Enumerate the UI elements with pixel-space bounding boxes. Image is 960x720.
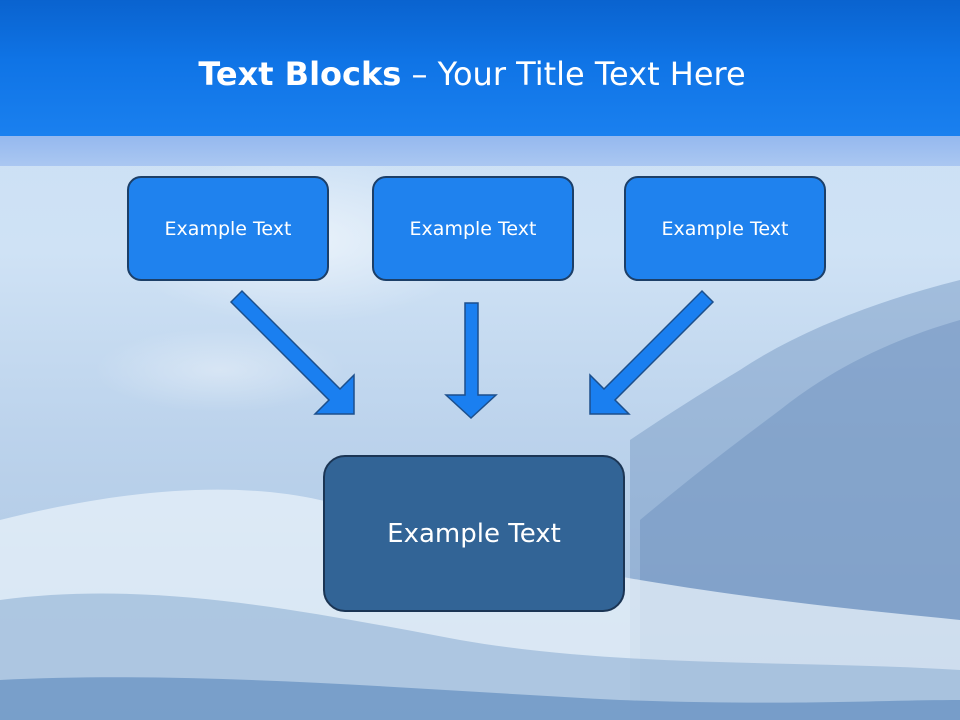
- title-underband: [0, 136, 960, 166]
- slide-title: Text Blocks – Your Title Text Here: [0, 52, 944, 96]
- text-block-3[interactable]: Example Text: [624, 176, 826, 281]
- title-band: [0, 0, 960, 136]
- text-block-main[interactable]: Example Text: [323, 455, 625, 612]
- title-bold-part: Text Blocks: [198, 55, 402, 93]
- text-block-1-label: Example Text: [164, 217, 292, 240]
- arrow-center-down: [444, 302, 498, 420]
- text-block-3-label: Example Text: [661, 217, 789, 240]
- text-block-main-label: Example Text: [387, 518, 561, 549]
- text-block-2[interactable]: Example Text: [372, 176, 574, 281]
- text-block-2-label: Example Text: [409, 217, 537, 240]
- arrow-left-diagonal: [229, 289, 355, 415]
- text-block-1[interactable]: Example Text: [127, 176, 329, 281]
- title-separator: –: [411, 55, 428, 93]
- title-rest-part: Your Title Text Here: [437, 55, 746, 93]
- arrow-right-diagonal: [589, 289, 715, 415]
